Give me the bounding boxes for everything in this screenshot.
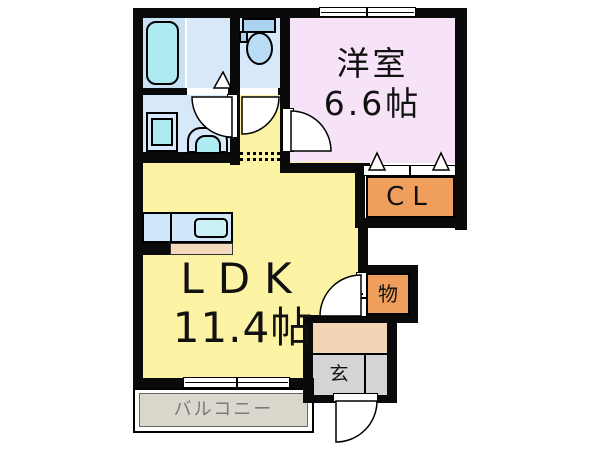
sink-icon bbox=[187, 127, 228, 154]
balcony-deck bbox=[139, 393, 308, 427]
closet-door-center-tick bbox=[409, 166, 411, 175]
closet-cl-label: CL bbox=[386, 182, 435, 212]
entrance-door-leaf bbox=[333, 393, 378, 402]
entrance-hall bbox=[313, 323, 387, 353]
window-icon bbox=[319, 7, 416, 17]
western-room-name: 洋室 bbox=[336, 44, 409, 83]
bath-door-gap bbox=[187, 88, 228, 95]
wall bbox=[230, 8, 240, 165]
wall bbox=[280, 8, 290, 173]
closet-folding-door-icon bbox=[363, 165, 456, 176]
wall bbox=[280, 163, 370, 173]
closet-cl-box bbox=[366, 176, 455, 218]
dotted-boundary bbox=[240, 152, 280, 155]
wall bbox=[303, 315, 397, 323]
ldk-size: 11.4帖 bbox=[172, 303, 314, 352]
sink-basin bbox=[195, 135, 221, 154]
wall bbox=[143, 242, 170, 255]
western-room-label: 洋室 6.6帖 bbox=[290, 44, 455, 124]
wall bbox=[355, 218, 467, 228]
ldk-label: LDK 11.4帖 bbox=[143, 255, 343, 353]
wall bbox=[358, 265, 418, 273]
wall bbox=[410, 265, 418, 323]
kitchen-counter-icon bbox=[142, 212, 233, 243]
wall bbox=[355, 170, 365, 228]
window-icon bbox=[183, 377, 290, 388]
dotted-boundary bbox=[240, 158, 280, 161]
ldk-name: LDK bbox=[180, 254, 306, 303]
washing-machine-icon bbox=[146, 112, 178, 152]
wall bbox=[133, 8, 143, 388]
wall bbox=[133, 8, 467, 18]
bathtub-icon bbox=[146, 21, 179, 85]
toilet-bowl-icon bbox=[246, 32, 273, 65]
bathroom-divider-line bbox=[185, 18, 187, 88]
storage-box bbox=[366, 273, 410, 315]
wall bbox=[133, 152, 240, 163]
genkan-step-line bbox=[364, 355, 366, 397]
western-room-size: 6.6帖 bbox=[323, 84, 422, 123]
storage-label: 物 bbox=[378, 282, 398, 306]
fold-tick bbox=[360, 297, 366, 299]
wall bbox=[303, 315, 313, 403]
toilet-handle-icon bbox=[239, 31, 248, 43]
wall bbox=[455, 8, 467, 230]
kitchen-base-strip bbox=[170, 243, 233, 255]
genkan bbox=[313, 353, 387, 397]
washing-machine-drum bbox=[151, 118, 173, 146]
door-arc-entrance bbox=[335, 400, 378, 443]
toilet-door-gap bbox=[240, 88, 278, 95]
genkan-label: 玄 bbox=[329, 363, 349, 385]
washroom-door-leaf bbox=[227, 94, 238, 138]
window-center-tick bbox=[236, 378, 238, 387]
kitchen-sink bbox=[194, 218, 228, 238]
wall bbox=[358, 228, 368, 275]
balcony-label: バルコニー bbox=[173, 399, 274, 420]
fold-tick bbox=[357, 293, 363, 295]
wall bbox=[387, 315, 397, 403]
window-center-tick bbox=[366, 8, 368, 16]
kitchen-counter-divider bbox=[170, 214, 172, 241]
